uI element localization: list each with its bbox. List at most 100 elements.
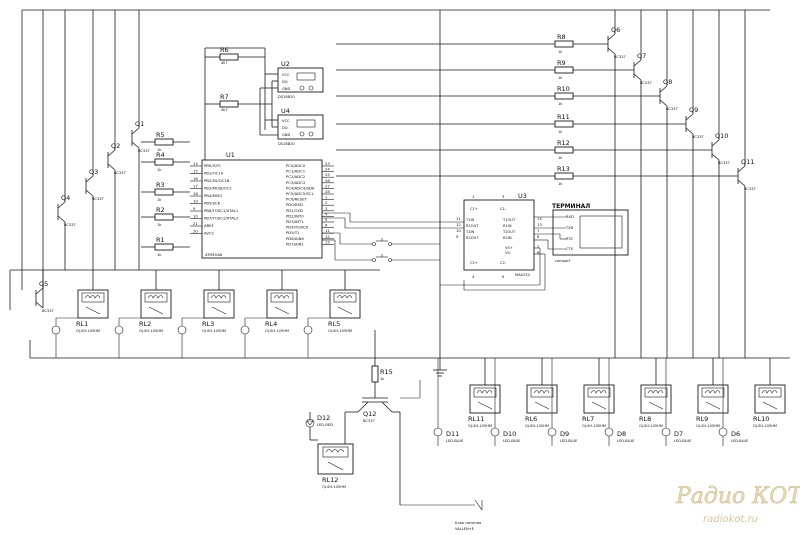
left-transistor-bank: R51kR41kR31kR21kR11kQ1BC337Q2BC337Q3BC33…: [35, 10, 190, 313]
led-ref: D10: [503, 430, 516, 438]
mcu-pin-number-left: 14: [193, 161, 198, 166]
resistor-ref: R4: [156, 151, 165, 159]
transistor-collector: [57, 201, 66, 209]
relay-body: [203, 289, 235, 319]
svg-text:T1OUT: T1OUT: [502, 218, 516, 222]
transistor-emitter: [107, 163, 116, 171]
right-transistor-bank: R81kQ6BC337R91kQ7BC337R101kQ8BC337R111kQ…: [336, 10, 756, 358]
transistor-emitter: [633, 73, 642, 81]
transistor-ref: Q1: [135, 120, 144, 128]
relay-part: OJ-SH-105HM: [696, 424, 720, 428]
svg-text:VCC: VCC: [282, 119, 290, 123]
svg-text:CTS: CTS: [566, 247, 574, 251]
max232-part: MAX232: [515, 273, 530, 277]
mcu-pin-number-right: 23: [325, 161, 330, 166]
relay-coil: [644, 387, 668, 398]
relay-winding: [533, 390, 550, 394]
relay-winding: [704, 390, 721, 394]
transistor-emitter: [607, 47, 616, 55]
mcu-pin-number-right: 11: [325, 228, 330, 233]
svg-text:T2IN: T2IN: [465, 230, 475, 234]
svg-text:VCC: VCC: [282, 73, 290, 77]
relay-body: [640, 384, 672, 414]
resistor-value: 1k: [157, 148, 162, 152]
sensor-u4-part: DS18B20: [278, 142, 295, 146]
transistor-collector: [131, 127, 140, 135]
relay-coil: [530, 387, 554, 398]
led-indicator: [433, 427, 443, 437]
led-part: LED-BLUE: [617, 439, 635, 443]
mcu-pin-number-right: 12: [325, 234, 330, 239]
watermark-url: radiokot.ru: [703, 514, 758, 525]
transistor-ref: Q8: [663, 78, 672, 86]
relay-ref: RL3: [202, 320, 214, 328]
r6-ref: R6: [220, 46, 229, 54]
mcu-pin-label-right: PC2/ADC2: [286, 174, 306, 179]
relay-coil: [587, 387, 611, 398]
resistor-body: [554, 120, 574, 128]
relay-body: [266, 289, 298, 319]
relay-ref: RL11: [468, 415, 484, 423]
relay-body: [469, 384, 501, 414]
transistor-collector: [633, 59, 642, 67]
transistor-collector: [85, 175, 94, 183]
terminal-title: ТЕРМИНАЛ: [552, 203, 590, 210]
relay-coil: [701, 387, 725, 398]
svg-text:1: 1: [472, 194, 475, 199]
relay-coil: [270, 292, 294, 303]
svg-text:RTS: RTS: [566, 237, 573, 241]
mcu-pin-number-left: 17: [193, 184, 198, 189]
transistor-part: BC337: [692, 135, 704, 139]
svg-text:R2OUT: R2OUT: [466, 236, 479, 240]
transistor-emitter: [737, 179, 746, 187]
relay-contact: [211, 306, 227, 315]
mcu-pin-number-right: 27: [325, 183, 330, 188]
resistor-value: 1k: [558, 50, 563, 54]
mcu-pin-number-left: 15: [193, 169, 198, 174]
resistor-ref: R10: [557, 85, 570, 93]
mcu-pin-label-right: PD4/T0/XCK: [286, 225, 309, 230]
sensor-u2-ref: U2: [281, 60, 290, 68]
relay-winding: [84, 295, 101, 299]
q12-part: BC337: [363, 419, 375, 423]
relay-part: OJ-SH-105HM: [328, 329, 352, 333]
relay-winding: [590, 390, 607, 394]
resistor-body: [154, 188, 174, 196]
led-ref: D6: [731, 430, 740, 438]
power-block: Блок питания VALLEN+E: [400, 499, 483, 531]
relay-contact: [705, 401, 721, 410]
transistor-ref: Q4: [61, 194, 70, 202]
svg-text:11: 11: [456, 216, 461, 221]
svg-text:C1+: C1+: [470, 207, 478, 211]
led-indicator: [240, 325, 250, 335]
svg-text:2: 2: [537, 244, 540, 249]
svg-text:3: 3: [502, 194, 505, 199]
transistor-ref: Q10: [715, 132, 728, 140]
transistor-collector: [711, 139, 720, 147]
footer-line-2: VALLEN+E: [455, 527, 475, 531]
mcu-pin-number-right: 28: [325, 189, 330, 194]
relay-part: OJ-SH-105HM: [525, 424, 549, 428]
relay-contact: [648, 401, 664, 410]
watermark-title: Радио КОТ: [675, 484, 800, 509]
mcu-pin-number-right: 26: [325, 178, 330, 183]
svg-text:C1-: C1-: [500, 207, 507, 211]
mcu-part: ATMEGA8: [205, 253, 223, 257]
svg-text:TXD: TXD: [565, 226, 574, 230]
led-indicator: [490, 427, 500, 437]
resistor-value: 1k: [558, 156, 563, 160]
mcu-pin-number-left: 21: [193, 221, 198, 226]
svg-text:14: 14: [537, 216, 542, 221]
resistor-ref: R5: [156, 131, 165, 139]
svg-text:R1IN: R1IN: [503, 224, 512, 228]
transistor-ref: Q9: [689, 106, 698, 114]
resistor-body: [554, 66, 574, 74]
relay-ref: RL5: [328, 320, 340, 328]
mcu-pin-number-left: 9: [193, 206, 196, 211]
d12-ref: D12: [317, 414, 330, 422]
relay-part: OJ-SH-105HM: [202, 329, 226, 333]
resistor-body: [554, 146, 574, 154]
transistor-emitter: [85, 189, 94, 197]
transistor-collector: [607, 33, 616, 41]
svg-text:DQ: DQ: [282, 80, 288, 84]
